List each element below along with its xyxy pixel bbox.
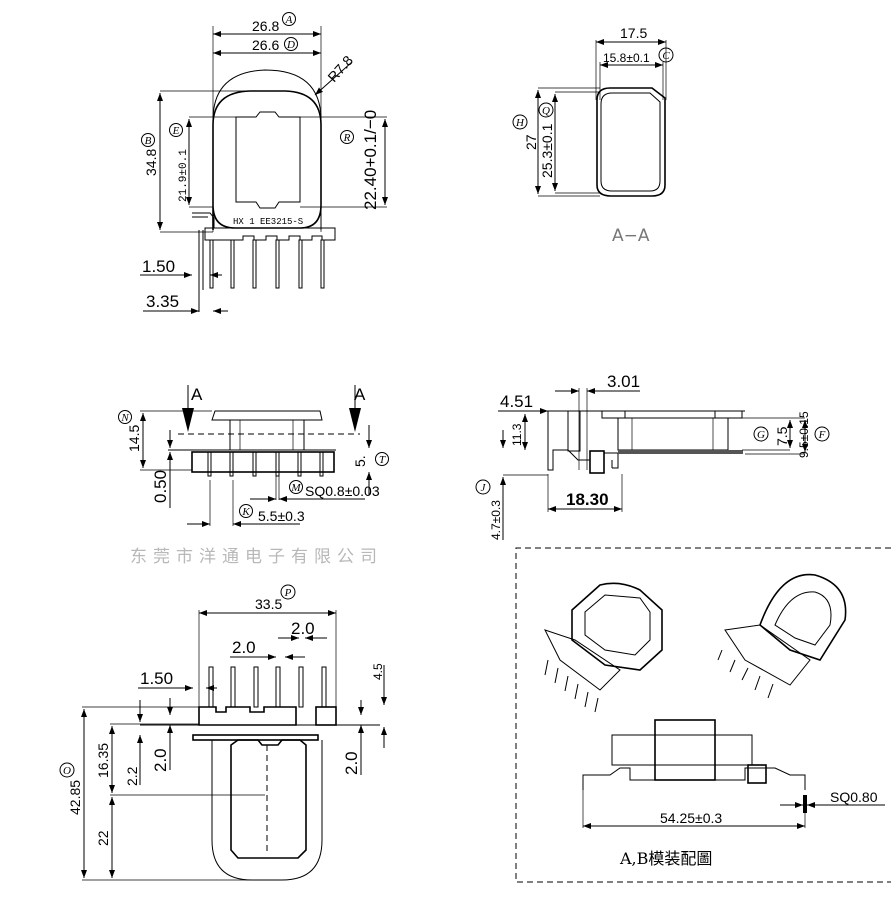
ref-j: J xyxy=(481,482,487,494)
section-aa: 17.5 15.8±0.1 C 27 H 25.3±0.1 Q A−A xyxy=(512,25,674,246)
ref-q: Q xyxy=(542,105,550,117)
ref-t: T xyxy=(379,454,386,466)
ref-e: E xyxy=(172,125,180,137)
ref-o: O xyxy=(63,765,71,777)
top-view: 26.8 A 26.6 D R7.8 34.8 B 21.9±0.1 E 22.… xyxy=(140,12,388,314)
dim-1-50-top: 1.50 xyxy=(142,257,175,276)
dim-9-5: 9.5±0.15 xyxy=(797,411,811,458)
dim-3-01: 3.01 xyxy=(607,372,640,391)
dim-34-8: 34.8 xyxy=(143,149,159,176)
dim-5: 5. xyxy=(352,455,368,467)
dim-sq0-80: SQ0.80 xyxy=(830,789,878,805)
dim-26-8: 26.8 xyxy=(252,18,279,34)
section-mark-right: A xyxy=(354,385,366,404)
front-view: A A 14.5 N 0.50 5. T SQ0.8±0.03 M xyxy=(118,385,389,567)
dim-17-5: 17.5 xyxy=(620,25,647,41)
ref-n: N xyxy=(120,412,129,424)
dim-4-5: 4.5 xyxy=(371,663,385,680)
ref-h: H xyxy=(515,117,525,129)
dim-2-2: 2.2 xyxy=(124,766,140,786)
dim-42-85: 42.85 xyxy=(67,780,83,815)
dim-54-25: 54.25±0.3 xyxy=(660,810,722,826)
dim-2-0-d: 2.0 xyxy=(342,751,361,775)
ref-k: K xyxy=(241,506,250,518)
side-view: 3.01 4.51 11.3 7.5 G 9.5±0.15 F 4.7±0.3 … xyxy=(475,372,830,540)
dim-26-6: 26.6 xyxy=(252,37,279,53)
dim-11-3: 11.3 xyxy=(510,423,524,446)
dim-0-50: 0.50 xyxy=(151,470,170,503)
assembly-caption: A,B模装配圖 xyxy=(619,849,712,868)
assembly-panel: 54.25±0.3 SQ0.80 A,B模装配圖 xyxy=(515,547,891,883)
dim-2-0-a: 2.0 xyxy=(291,619,315,638)
bottom-view: 33.5 P 2.0 2.0 1.50 42.85 O xyxy=(59,584,387,881)
pins xyxy=(209,239,325,289)
dim-27: 27 xyxy=(523,134,539,150)
dim-15-8: 15.8±0.1 xyxy=(603,51,650,65)
dim-14-5: 14.5 xyxy=(126,425,142,452)
dim-2-0-c: 2.0 xyxy=(151,748,170,772)
ref-b: B xyxy=(145,135,152,147)
dim-5-5: 5.5±0.3 xyxy=(258,508,305,524)
dim-16-35: 16.35 xyxy=(95,743,111,778)
ref-r: R xyxy=(343,132,351,144)
dim-22-40: 22.40+0.1/−0 xyxy=(361,110,380,210)
dim-4-7: 4.7±0.3 xyxy=(489,500,503,540)
dim-22: 22 xyxy=(95,830,111,846)
assembly-isometric-left xyxy=(544,582,663,713)
dim-sq0-8: SQ0.8±0.03 xyxy=(305,483,380,499)
assembly-side xyxy=(582,719,807,813)
dim-3-35: 3.35 xyxy=(146,292,179,311)
part-marking: HX 1 EE3215-S xyxy=(233,217,303,227)
front-pins xyxy=(207,451,324,477)
dim-25-3: 25.3±0.1 xyxy=(539,123,555,178)
section-mark-left: A xyxy=(191,385,203,404)
ref-f: F xyxy=(818,429,826,441)
ref-c: C xyxy=(662,50,670,62)
dim-7-5: 7.5 xyxy=(774,426,790,446)
dim-2-0-b: 2.0 xyxy=(232,638,256,657)
company-watermark: 东莞市洋通电子有限公司 xyxy=(130,547,383,567)
dim-21-9: 21.9±0.1 xyxy=(178,149,190,202)
bottom-pins xyxy=(208,666,327,708)
dim-18-30: 18.30 xyxy=(566,490,609,509)
dim-4-51: 4.51 xyxy=(500,392,533,411)
assembly-isometric-right xyxy=(717,573,847,699)
dim-1-50-bottom: 1.50 xyxy=(140,669,173,688)
ref-p: P xyxy=(284,587,292,599)
ref-a: A xyxy=(285,14,293,26)
ref-d: D xyxy=(286,39,295,51)
radius-label: R7.8 xyxy=(324,52,356,85)
ref-m: M xyxy=(290,482,301,494)
ref-g: G xyxy=(757,429,765,441)
section-title: A−A xyxy=(612,226,650,246)
dim-33-5: 33.5 xyxy=(255,596,282,612)
